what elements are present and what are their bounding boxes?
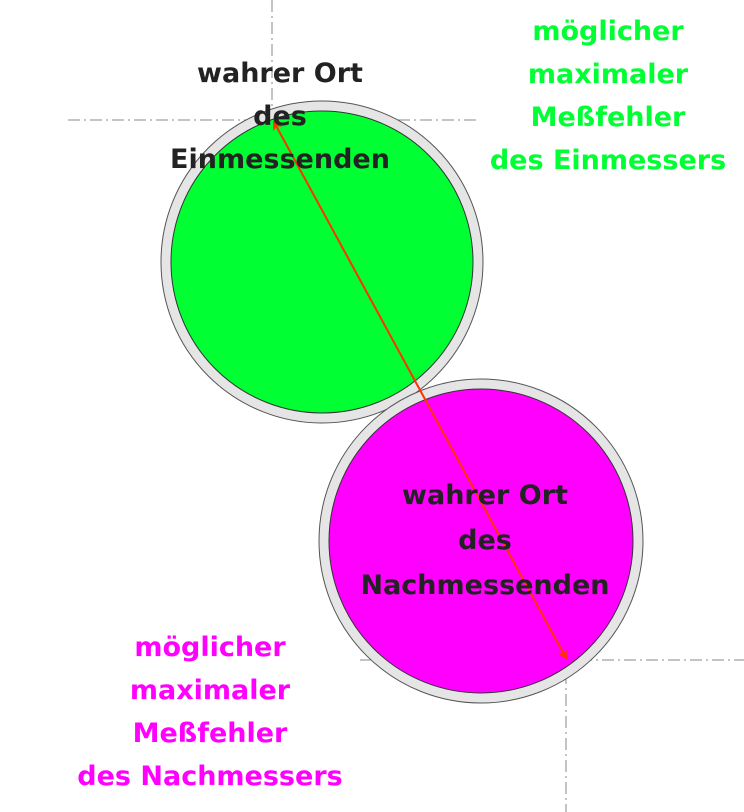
label-line: möglicher (134, 632, 286, 663)
label-line: des Nachmessers (77, 761, 343, 792)
label-line: maximaler (129, 675, 291, 706)
label-line: maximaler (527, 59, 689, 90)
label-line: des Einmessers (489, 145, 727, 176)
label-true-location-einmessender: wahrer Ort des Einmessenden (150, 60, 410, 189)
label-line: Einmessenden (170, 144, 390, 175)
label-line: des (458, 525, 512, 556)
label-line: wahrer Ort (402, 480, 568, 511)
label-line: möglicher (532, 16, 684, 47)
label-true-location-nachmessender: wahrer Ort des Nachmessenden (330, 482, 640, 617)
label-line: des (253, 101, 307, 132)
label-line: Meßfehler (530, 102, 686, 133)
label-line: Nachmessenden (360, 570, 610, 601)
label-line: wahrer Ort (197, 58, 363, 89)
distance-arrow (273, 120, 567, 660)
label-max-error-nachmesser: möglicher maximaler Meßfehler des Nachme… (55, 634, 365, 806)
label-max-error-einmesser: möglicher maximaler Meßfehler des Einmes… (470, 18, 744, 190)
label-line: Meßfehler (132, 718, 288, 749)
